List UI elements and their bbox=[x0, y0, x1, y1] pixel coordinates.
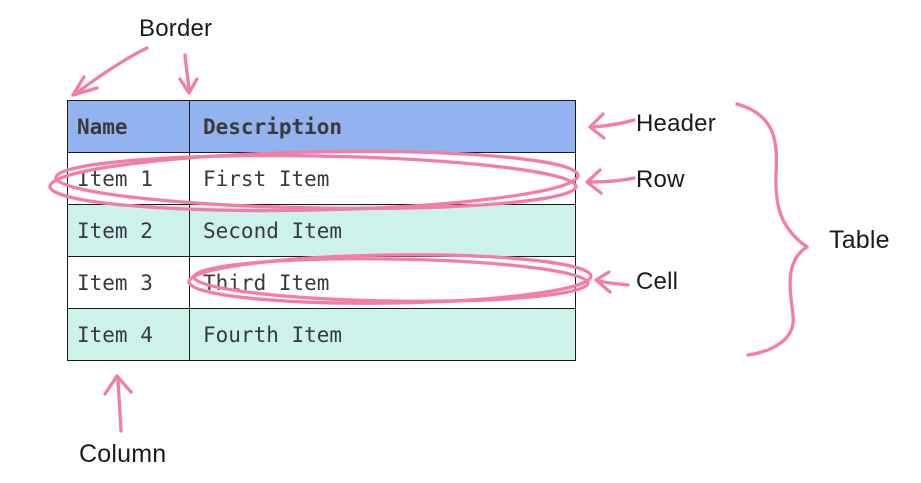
cell-label: Cell bbox=[636, 268, 679, 295]
cell-description: Second Item bbox=[189, 204, 576, 257]
border-arrow-diagonal-icon bbox=[71, 46, 149, 97]
cell-description: Third Item bbox=[189, 256, 576, 309]
border-arrow-down-icon bbox=[178, 53, 199, 95]
cell-name: Item 4 bbox=[67, 308, 190, 361]
header-row: Name Description bbox=[67, 100, 576, 153]
table-brace-icon bbox=[735, 102, 809, 357]
cell-description: Fourth Item bbox=[189, 308, 576, 361]
table-header: Name Description bbox=[67, 100, 576, 153]
table-row: Item 2 Second Item bbox=[67, 204, 576, 257]
table-row: Item 3 Third Item bbox=[67, 256, 576, 309]
table-row: Item 4 Fourth Item bbox=[67, 308, 576, 361]
table-body: Item 1 First Item Item 2 Second Item Ite… bbox=[67, 152, 576, 361]
border-label: Border bbox=[139, 15, 213, 42]
row-arrow-icon bbox=[585, 168, 636, 195]
cell-description: First Item bbox=[189, 152, 576, 205]
header-label: Header bbox=[636, 110, 716, 137]
column-arrow-icon bbox=[103, 374, 133, 433]
cell-name: Item 3 bbox=[67, 256, 190, 309]
cell-name: Item 1 bbox=[67, 152, 190, 205]
table-row: Item 1 First Item bbox=[67, 152, 576, 205]
header-arrow-icon bbox=[588, 112, 636, 140]
table-label: Table bbox=[829, 226, 890, 254]
cell-name: Item 2 bbox=[67, 204, 190, 257]
header-cell-name: Name bbox=[67, 100, 190, 153]
row-label: Row bbox=[636, 166, 685, 193]
cell-arrow-icon bbox=[594, 270, 630, 294]
column-label: Column bbox=[79, 440, 167, 468]
header-cell-description: Description bbox=[189, 100, 576, 153]
demo-table: Name Description Item 1 First Item Item … bbox=[67, 100, 576, 361]
